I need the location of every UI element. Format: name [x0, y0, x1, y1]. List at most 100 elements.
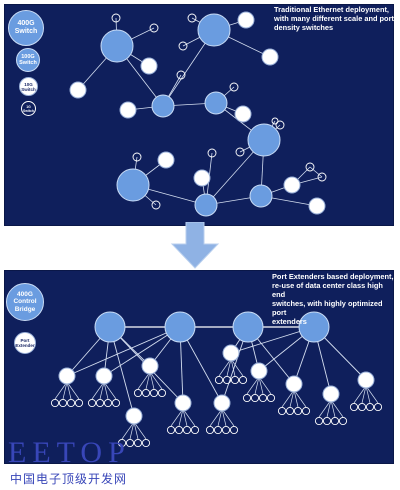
end-port: [66, 398, 76, 408]
link: [226, 358, 232, 377]
end-port: [258, 393, 268, 403]
end-port: [373, 402, 383, 412]
transition-arrow-icon: [170, 222, 220, 269]
end-port: [174, 425, 184, 435]
end-port: [238, 375, 248, 385]
switch-400g: [116, 168, 150, 202]
link: [129, 421, 135, 440]
link: [230, 358, 244, 377]
end-port: [222, 375, 232, 385]
port-extender: [222, 344, 240, 362]
port-extender: [95, 367, 113, 385]
logo-tagline: 中国电子顶级开发网: [10, 472, 128, 486]
end-port: [95, 398, 105, 408]
link: [221, 408, 235, 427]
link: [365, 385, 371, 404]
end-port: [157, 388, 167, 398]
end-port: [141, 438, 151, 448]
legend-port-extender: Port Extender: [14, 332, 36, 354]
traditional-network-diagram: [69, 11, 327, 217]
control-bridge: [298, 311, 330, 343]
eetop-logo: EETOP 中国电子顶级开发网: [8, 436, 168, 490]
port-extender: [174, 394, 192, 412]
end-port: [357, 402, 367, 412]
control-bridge: [94, 311, 126, 343]
end-port: [330, 416, 340, 426]
logo-wordmark: EETOP: [8, 436, 131, 469]
link: [121, 421, 135, 440]
link: [103, 381, 117, 400]
end-port: [221, 425, 231, 435]
end-port: [149, 388, 159, 398]
switch-1g: [149, 23, 159, 33]
link: [230, 358, 236, 377]
switch-10g: [261, 48, 279, 66]
link: [149, 371, 163, 390]
switch-100g: [194, 193, 218, 217]
traditional-deployment-panel: [4, 4, 394, 226]
link: [66, 326, 181, 377]
switch-10g: [234, 105, 252, 123]
link: [66, 381, 80, 400]
link: [137, 371, 151, 390]
end-port: [214, 375, 224, 385]
link: [330, 399, 336, 418]
end-port: [133, 388, 143, 398]
port-extender: [322, 385, 340, 403]
switch-1g: [176, 70, 186, 80]
switch-1g: [275, 120, 285, 130]
link: [149, 371, 155, 390]
switch-400g: [247, 123, 281, 157]
switch-1g: [187, 13, 197, 23]
link: [145, 371, 151, 390]
link: [54, 381, 68, 400]
legend-1g-switch: 1G Switch: [21, 101, 36, 116]
link: [66, 381, 72, 400]
control-bridge: [164, 311, 196, 343]
link: [209, 408, 223, 427]
end-port: [133, 438, 143, 448]
link: [254, 376, 260, 395]
end-port: [50, 398, 60, 408]
link: [330, 399, 344, 418]
switch-10g: [308, 197, 326, 215]
link: [353, 385, 367, 404]
end-port: [365, 402, 375, 412]
link: [133, 421, 147, 440]
end-port: [338, 416, 348, 426]
port-extender: [58, 367, 76, 385]
link: [361, 385, 367, 404]
end-port: [117, 438, 127, 448]
switch-1g: [317, 172, 327, 182]
link: [99, 381, 105, 400]
switch-10g: [237, 11, 255, 29]
legend-control-bridge: 400G Control Bridge: [6, 283, 44, 321]
switch-1g: [132, 152, 142, 162]
end-port: [58, 398, 68, 408]
end-port: [213, 425, 223, 435]
switch-10g: [140, 57, 158, 75]
switch-100g: [249, 184, 273, 208]
end-port: [74, 398, 84, 408]
port-extender: [285, 375, 303, 393]
switch-1g: [235, 147, 245, 157]
end-port: [190, 425, 200, 435]
link: [178, 408, 184, 427]
legend-100g-switch: 100G Switch: [16, 48, 40, 72]
port-extender-deployment-panel: [4, 270, 394, 464]
link: [217, 408, 223, 427]
switch-1g: [271, 117, 279, 125]
link: [221, 408, 227, 427]
switch-1g: [151, 200, 161, 210]
switch-100g: [151, 94, 175, 118]
switch-10g: [69, 81, 87, 99]
end-port: [250, 393, 260, 403]
switch-1g: [178, 41, 188, 51]
port-extender-deployment-caption: Port Extenders based deployment, re-use …: [272, 272, 394, 326]
switch-400g: [197, 13, 231, 47]
end-port: [314, 416, 324, 426]
switch-10g: [119, 101, 137, 119]
link: [182, 408, 188, 427]
port-extender: [357, 371, 375, 389]
